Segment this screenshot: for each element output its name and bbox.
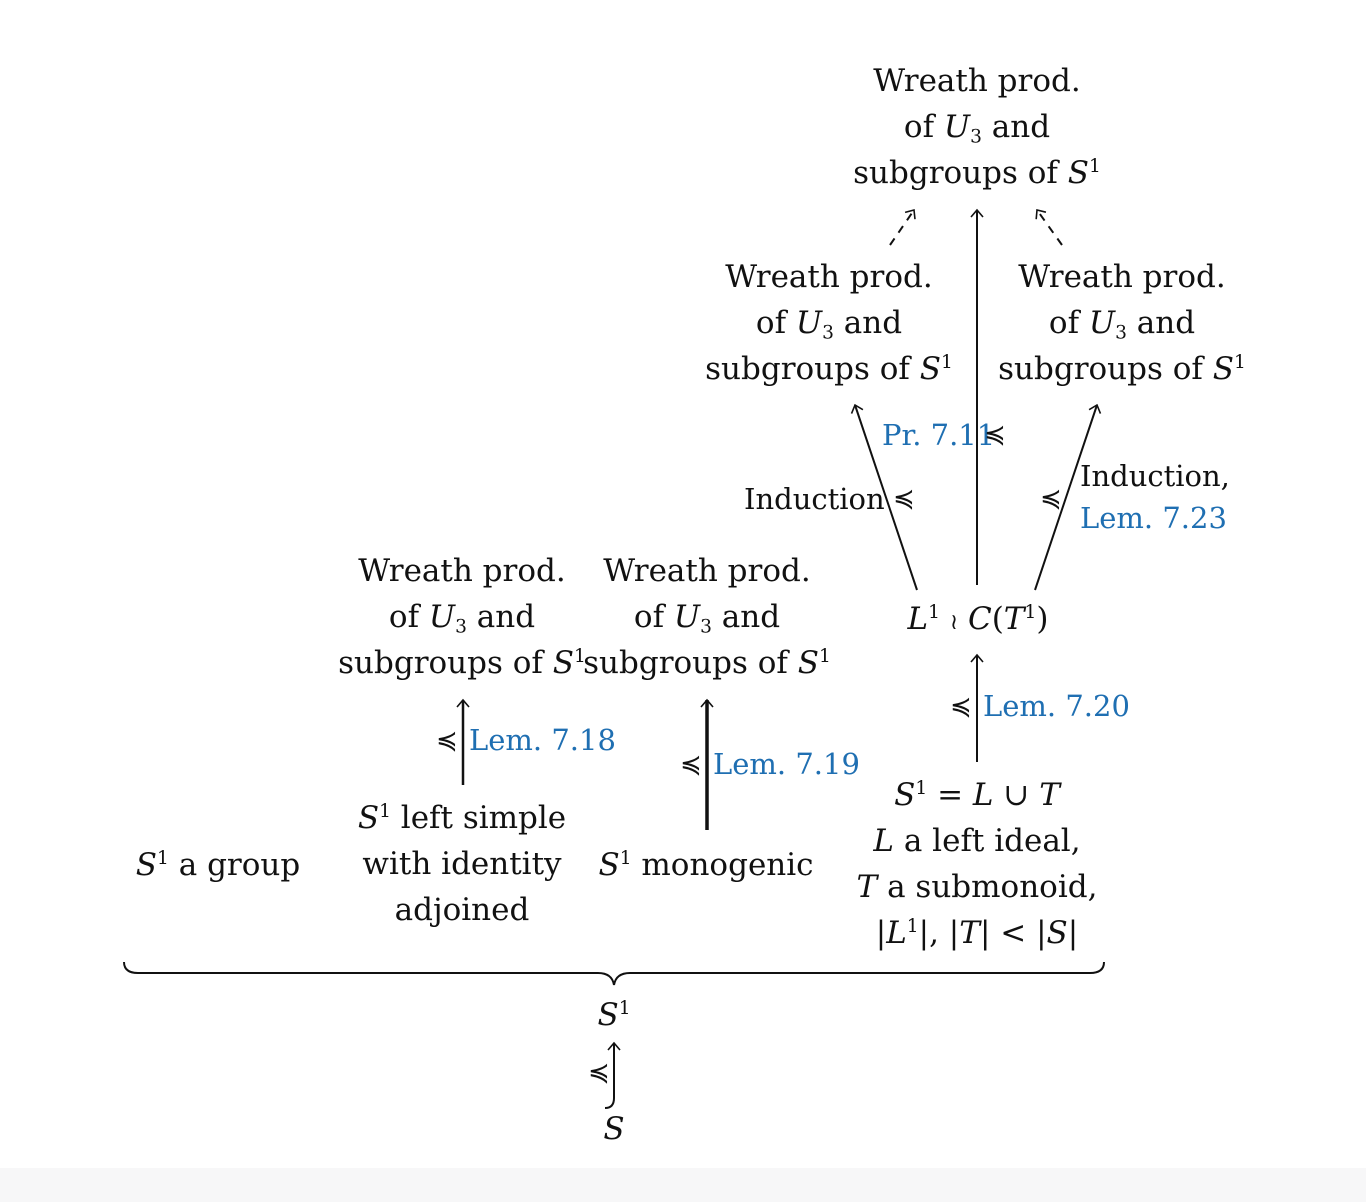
node-S: S [603, 1111, 625, 1147]
dashed-arrow-left [889, 208, 916, 246]
node-top-wreath: Wreath prod. of U3 and subgroups of S1 [820, 58, 1134, 196]
node-case-decomposition: S1 = L ∪ T L a left ideal, T a submonoid… [856, 777, 1098, 951]
prec-S-to-S1: ≼ [588, 1058, 610, 1088]
arrow-induction-left [850, 403, 918, 591]
label-induction-right: Induction, [1080, 459, 1230, 493]
node-wreath-product-LCT: L1 ≀ C(T1) [907, 601, 1049, 637]
bottom-strip [0, 1168, 1366, 1202]
node-case-monogenic: S1 monogenic [598, 847, 814, 883]
dashed-arrow-right [1035, 208, 1063, 246]
prec-induction-right: ≼ [1040, 484, 1062, 514]
node-case-left-simple: S1 left simple with identity adjoined [357, 800, 567, 928]
wreath-line: Wreath prod. [873, 63, 1081, 99]
label-lem719: Lem. 7.19 [713, 747, 860, 781]
underbrace [123, 961, 1105, 986]
node-S1: S1 [597, 997, 631, 1033]
node-left-wreath: Wreath prod. of U3 and subgroups of S1 [338, 553, 586, 681]
prec-lem718: ≼ [436, 726, 458, 756]
arrow-induction-right [1034, 403, 1102, 591]
prec-lem719: ≼ [680, 750, 702, 780]
label-lem723: Lem. 7.23 [1080, 501, 1227, 535]
label-induction-left: Induction [744, 482, 885, 516]
prec-lem720: ≼ [950, 692, 972, 722]
node-case-group: S1 a group [135, 847, 301, 883]
arrow-S-to-S1 [604, 1041, 621, 1109]
label-pr711: Pr. 7.11 [882, 418, 996, 452]
prec-pr711: ≼ [984, 420, 1006, 450]
prec-induction-left: ≼ [893, 484, 915, 514]
label-lem718: Lem. 7.18 [469, 723, 616, 757]
label-lem720: Lem. 7.20 [983, 689, 1130, 723]
node-mid-right-wreath: Wreath prod. of U3 and subgroups of S1 [998, 259, 1246, 387]
node-mid-left-wreath: Wreath prod. of U3 and subgroups of S1 [705, 259, 953, 387]
node-center-wreath: Wreath prod. of U3 and subgroups of S1 [583, 553, 831, 681]
